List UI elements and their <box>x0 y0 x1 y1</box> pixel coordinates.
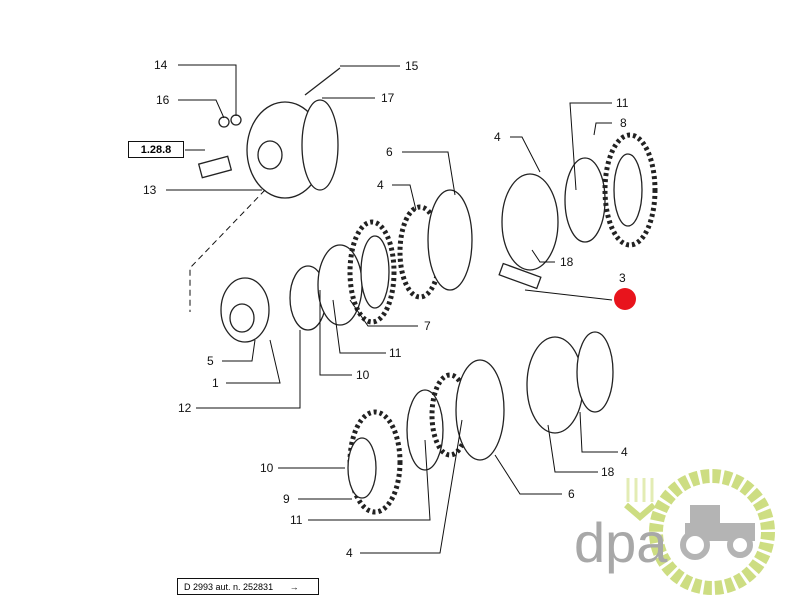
callout-13: 13 <box>143 183 157 197</box>
callout-12: 12 <box>178 401 192 415</box>
callout-10: 10 <box>260 461 274 475</box>
callout-15: 15 <box>405 59 419 73</box>
callout-4: 4 <box>377 178 384 192</box>
callout-5: 5 <box>207 354 214 368</box>
callout-4: 4 <box>346 546 353 560</box>
reference-box[interactable]: 1.28.8 <box>128 141 184 158</box>
drawing-code: D 2993 aut. n. 252831 → <box>177 578 319 595</box>
wheat-icon <box>626 478 654 502</box>
callout-6: 6 <box>386 145 393 159</box>
callout-11: 11 <box>389 346 402 360</box>
callout-4: 4 <box>621 445 628 459</box>
callout-17: 17 <box>381 91 395 105</box>
callout-1: 1 <box>212 376 219 390</box>
callout-11: 11 <box>290 513 303 527</box>
callout-labels: 14 16 13 15 17 6 4 4 11 8 18 3 7 11 10 5… <box>143 58 629 560</box>
callout-8: 8 <box>620 116 627 130</box>
callout-14: 14 <box>154 58 168 72</box>
callout-3: 3 <box>619 271 626 285</box>
callout-18: 18 <box>560 255 574 269</box>
leader-lines <box>166 64 618 554</box>
callout-4: 4 <box>494 130 501 144</box>
red-marker-dot <box>614 288 636 310</box>
dpa-logo <box>624 469 775 595</box>
callout-18: 18 <box>601 465 615 479</box>
tractor-icon <box>680 505 755 560</box>
callout-6: 6 <box>568 487 575 501</box>
callout-7: 7 <box>424 319 431 333</box>
logo-text: dpa <box>574 511 668 574</box>
upper-gear-assembly <box>220 132 658 343</box>
callout-9: 9 <box>283 492 290 506</box>
lower-gear-assembly <box>347 331 614 515</box>
drawing-code-text: D 2993 aut. n. 252831 <box>184 582 274 592</box>
callout-16: 16 <box>156 93 170 107</box>
arrow-right-icon: → <box>289 582 299 592</box>
callout-10: 10 <box>356 368 370 382</box>
cover-housing <box>197 67 341 199</box>
callout-11: 11 <box>616 96 629 110</box>
